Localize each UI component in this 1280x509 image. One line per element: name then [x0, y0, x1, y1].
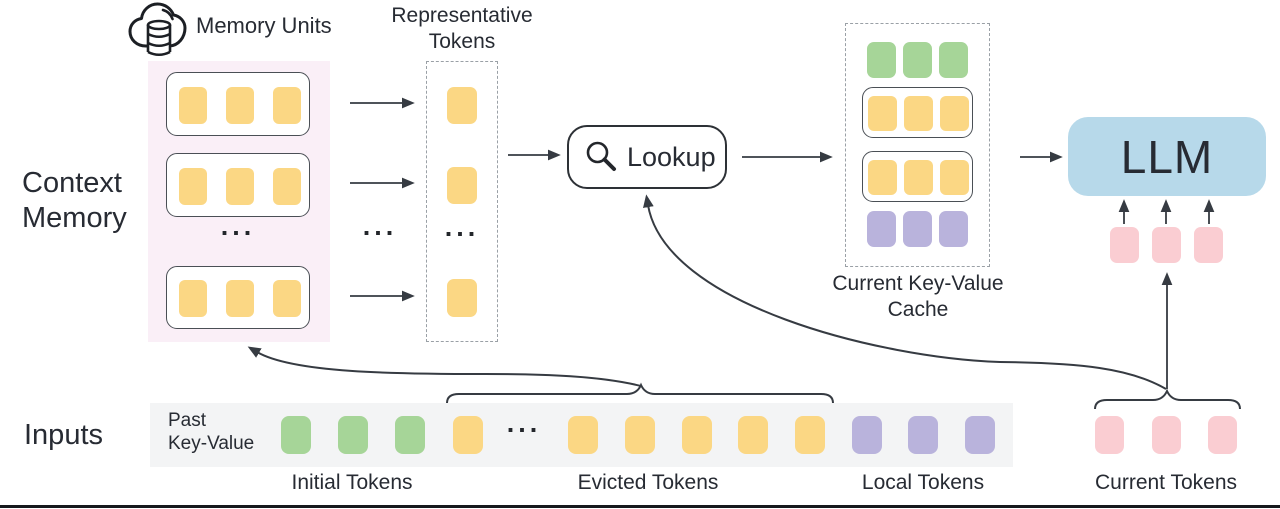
- yellow-token: [226, 87, 254, 124]
- yellow-token: [273, 87, 301, 124]
- pink-token: [1194, 227, 1223, 263]
- past-key-value-label: Past Key-Value: [168, 410, 255, 454]
- pink-token: [1095, 416, 1124, 454]
- yellow-token: [273, 168, 301, 205]
- yellow-token: [940, 160, 969, 195]
- context-memory-panel: ...: [148, 61, 330, 342]
- evicted-tokens-label: Evicted Tokens: [577, 471, 719, 494]
- yellow-token: [179, 168, 207, 205]
- bottom-rule: [0, 505, 1280, 508]
- yellow-token: [273, 280, 301, 317]
- purple-token: [867, 211, 896, 247]
- green-token: [867, 42, 896, 78]
- yellow-token: [904, 96, 933, 131]
- local-tokens-label: Local Tokens: [861, 471, 985, 494]
- yellow-token: [738, 416, 768, 454]
- yellow-token: [940, 96, 969, 131]
- ellipsis: ...: [220, 211, 256, 241]
- lookup-label: Lookup: [627, 141, 716, 172]
- purple-token: [939, 211, 968, 247]
- pink-token: [1110, 227, 1139, 263]
- llm-label: LLM: [1120, 130, 1214, 183]
- purple-token: [908, 416, 938, 454]
- pink-token: [1152, 227, 1181, 263]
- representative-tokens-label: Representative Tokens: [391, 4, 533, 53]
- yellow-token: [795, 416, 825, 454]
- yellow-token: [868, 160, 897, 195]
- ellipsis: ...: [444, 212, 480, 242]
- green-token: [395, 416, 425, 454]
- green-token: [939, 42, 968, 78]
- green-token: [338, 416, 368, 454]
- purple-token: [852, 416, 882, 454]
- yellow-token: [226, 168, 254, 205]
- memory-units-label: Memory Units: [196, 13, 332, 38]
- current-tokens-brace: [1094, 388, 1241, 410]
- memory-unit: [862, 87, 973, 138]
- representative-tokens-box: ...: [426, 61, 498, 342]
- memory-unit: [166, 266, 310, 329]
- yellow-token: [447, 87, 477, 124]
- ellipsis: ...: [506, 408, 542, 438]
- yellow-token: [226, 280, 254, 317]
- memory-unit: [862, 151, 973, 202]
- current-kv-cache-box: [845, 23, 990, 267]
- initial-tokens-label: Initial Tokens: [291, 471, 413, 494]
- yellow-token: [568, 416, 598, 454]
- current-tokens-label: Current Tokens: [1094, 471, 1238, 494]
- yellow-token: [625, 416, 655, 454]
- current-kv-cache-label: Current Key-Value Cache: [832, 272, 1004, 321]
- llm-box: LLM: [1068, 117, 1266, 196]
- pink-token: [1208, 416, 1237, 454]
- arrow-evicted-to-memory: [247, 346, 642, 387]
- purple-token: [965, 416, 995, 454]
- inputs-label: Inputs: [24, 419, 103, 451]
- context-memory-label: Context Memory: [22, 167, 127, 234]
- evicted-tokens-brace: [446, 382, 834, 404]
- purple-token: [903, 211, 932, 247]
- ellipsis: ...: [362, 211, 398, 241]
- lookup-box: Lookup: [567, 125, 727, 189]
- yellow-token: [682, 416, 712, 454]
- search-icon: [586, 141, 616, 171]
- green-token: [281, 416, 311, 454]
- pink-token: [1152, 416, 1181, 454]
- memory-unit: [166, 153, 310, 217]
- yellow-token: [179, 87, 207, 124]
- yellow-token: [447, 279, 477, 317]
- cloud-database-icon: [128, 2, 187, 57]
- yellow-token: [904, 160, 933, 195]
- green-token: [903, 42, 932, 78]
- yellow-token: [447, 167, 477, 204]
- memory-unit: [166, 72, 310, 136]
- yellow-token: [868, 96, 897, 131]
- yellow-token: [179, 280, 207, 317]
- yellow-token: [453, 416, 483, 454]
